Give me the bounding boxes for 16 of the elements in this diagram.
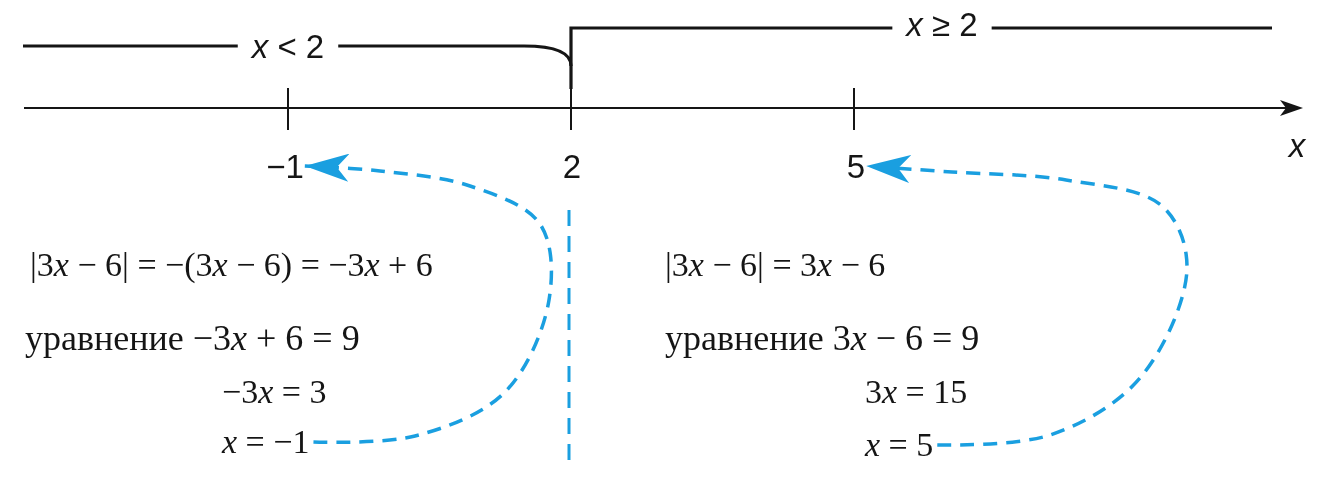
- dashed-arrow: [304, 153, 554, 445]
- equation: x = −1: [222, 425, 310, 459]
- tick-label: 2: [562, 149, 582, 183]
- range-label: x ≥ 2: [906, 7, 978, 41]
- equation: |3x − 6| = −(3x − 6) = −3x + 6: [30, 248, 433, 282]
- dashed-arrow: [866, 155, 1189, 447]
- tick-label: −1: [266, 149, 304, 183]
- equation: 3x = 15: [865, 375, 968, 409]
- equation: уравнение 3x − 6 = 9: [665, 320, 980, 356]
- equation: x = 5: [865, 428, 934, 462]
- axis-label: x: [1288, 128, 1306, 162]
- equation: −3x = 3: [222, 375, 327, 409]
- equation: уравнение −3x + 6 = 9: [25, 320, 360, 356]
- range-label: x < 2: [251, 29, 325, 63]
- equation: |3x − 6| = 3x − 6: [665, 248, 886, 282]
- tick-label: 5: [846, 149, 866, 183]
